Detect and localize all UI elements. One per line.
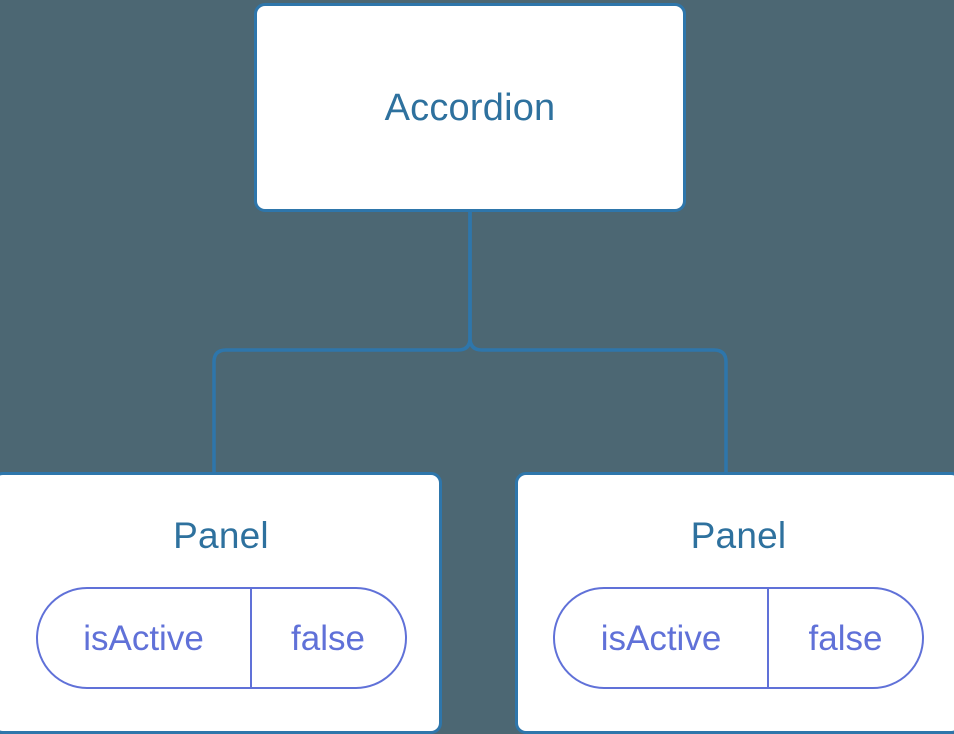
node-accordion-title: Accordion xyxy=(384,86,556,129)
edge-accordion-to-panel-1 xyxy=(212,208,472,478)
node-panel-2-prop-value: false xyxy=(808,618,883,658)
node-panel-2-prop-pill[interactable]: isActive false xyxy=(553,587,924,689)
node-panel-2-prop-key: isActive xyxy=(555,589,769,687)
edge-accordion-to-panel-2 xyxy=(468,208,728,478)
node-panel-1[interactable]: Panel isActive false xyxy=(0,472,442,734)
node-panel-1-title: Panel xyxy=(173,515,269,556)
node-panel-2[interactable]: Panel isActive false xyxy=(515,472,954,734)
node-panel-2-title: Panel xyxy=(690,515,787,556)
node-panel-1-prop-pill[interactable]: isActive false xyxy=(35,587,407,689)
node-panel-1-prop-key: isActive xyxy=(38,589,252,687)
node-panel-1-prop-value: false xyxy=(291,618,365,658)
node-accordion[interactable]: Accordion xyxy=(254,3,686,212)
